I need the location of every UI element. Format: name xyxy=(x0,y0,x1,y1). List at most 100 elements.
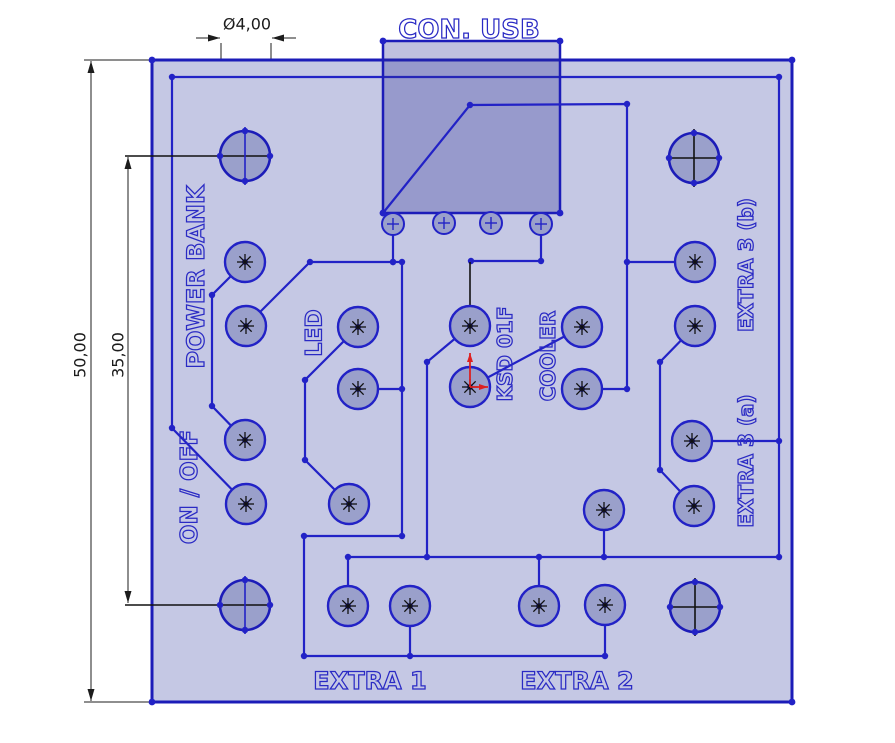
dim-board-size-text: 50,00 xyxy=(71,332,90,378)
solder-pad xyxy=(448,304,492,348)
vertex-dot xyxy=(656,358,664,366)
vertex-dot xyxy=(775,553,783,561)
solder-pad xyxy=(336,305,380,349)
pad-center-mark xyxy=(238,433,252,447)
dimension-arrowhead xyxy=(124,157,132,169)
dimension-arrowhead xyxy=(124,591,132,603)
pad-center-mark xyxy=(463,319,477,333)
vertex-dot xyxy=(148,698,156,706)
vertex-dot xyxy=(537,257,545,265)
pad-center-mark xyxy=(342,497,356,511)
solder-pad xyxy=(583,583,627,627)
trace xyxy=(658,325,696,507)
vertex-dot xyxy=(398,532,406,540)
solder-pad xyxy=(672,484,716,528)
vertex-dot xyxy=(266,152,274,160)
usb-pin-pad xyxy=(529,212,553,236)
vertex-dot xyxy=(775,437,783,445)
label-con-usb: CON. USB xyxy=(398,15,540,45)
pad-center-mark xyxy=(532,599,546,613)
trace xyxy=(303,326,359,505)
pad-center-mark xyxy=(238,255,252,269)
mounting-hole xyxy=(125,576,274,634)
pad-center-mark xyxy=(575,320,589,334)
vertex-dot xyxy=(216,601,224,609)
vertex-dot xyxy=(398,258,406,266)
vertex-dot xyxy=(241,626,249,634)
mounting-hole xyxy=(665,129,723,187)
pad-center-mark xyxy=(597,503,611,517)
vertex-dot xyxy=(241,127,249,135)
vertex-dot xyxy=(301,376,309,384)
vertex-dot xyxy=(406,652,414,660)
label-power-bank: POWER BANK xyxy=(182,184,210,369)
vertex-dot xyxy=(535,553,543,561)
origin-arrowhead xyxy=(479,384,488,390)
dimension-arrowhead xyxy=(272,34,284,42)
solder-pad xyxy=(673,304,717,348)
pad-center-mark xyxy=(341,599,355,613)
vertex-dot xyxy=(466,101,474,109)
vertex-dot xyxy=(556,209,564,217)
vertex-dot xyxy=(168,73,176,81)
vertex-dot xyxy=(344,553,352,561)
vertex-dot xyxy=(666,603,674,611)
hole-layer xyxy=(125,127,724,636)
vertex-dot xyxy=(389,258,397,266)
vertex-dot xyxy=(600,553,608,561)
vertex-dot xyxy=(623,100,631,108)
usb-pin-pad xyxy=(381,212,405,236)
vertex-dot xyxy=(556,37,564,45)
solder-pad xyxy=(336,367,380,411)
solder-pad xyxy=(327,482,371,526)
label-cooler: COOLER xyxy=(536,311,560,402)
dimension-layer xyxy=(84,34,296,703)
vertex-dot xyxy=(306,258,314,266)
vertex-dot xyxy=(601,652,609,660)
pad-center-mark xyxy=(598,598,612,612)
usb-connector-body xyxy=(381,39,562,215)
label-extra1: EXTRA 1 xyxy=(313,667,426,695)
solder-pad xyxy=(223,418,267,462)
vertex-dot xyxy=(168,424,176,432)
vertex-dot xyxy=(300,532,308,540)
vertex-dot xyxy=(379,37,387,45)
pad-center-mark xyxy=(239,319,253,333)
pad-center-mark xyxy=(688,255,702,269)
pad-center-mark xyxy=(688,319,702,333)
label-extra3b: EXTRA 3 (b) xyxy=(734,198,758,332)
label-on-off: ON / OFF xyxy=(177,430,203,544)
pad-center-mark xyxy=(351,320,365,334)
label-ksd-01f: KSD 01F xyxy=(493,307,517,402)
solder-pad xyxy=(560,367,604,411)
pad-center-mark xyxy=(685,434,699,448)
vertex-dot xyxy=(691,628,699,636)
solder-pad xyxy=(326,584,370,628)
vertex-dot xyxy=(300,652,308,660)
vertex-dot xyxy=(715,154,723,162)
vertex-dot xyxy=(716,603,724,611)
pad-center-mark xyxy=(239,497,253,511)
label-led: LED xyxy=(303,309,328,356)
pad-center-mark xyxy=(687,499,701,513)
origin-arrowhead xyxy=(467,353,473,362)
vertex-dot xyxy=(623,385,631,393)
vertex-dot xyxy=(301,456,309,464)
vertex-dot xyxy=(665,154,673,162)
vertex-dot xyxy=(266,601,274,609)
vertex-dot xyxy=(690,129,698,137)
solder-pad xyxy=(582,488,626,532)
vertex-dot xyxy=(208,402,216,410)
pad-center-mark xyxy=(351,382,365,396)
pad-layer xyxy=(223,211,717,628)
usb-connector-layer xyxy=(381,39,562,215)
dim-hole-spacing-text: 35,00 xyxy=(109,332,128,378)
origin-marker xyxy=(467,353,488,390)
vertex-dot xyxy=(788,56,796,64)
solder-pad xyxy=(388,584,432,628)
solder-pad xyxy=(224,304,268,348)
vertex-dot xyxy=(423,358,431,366)
vertex-dot xyxy=(690,179,698,187)
